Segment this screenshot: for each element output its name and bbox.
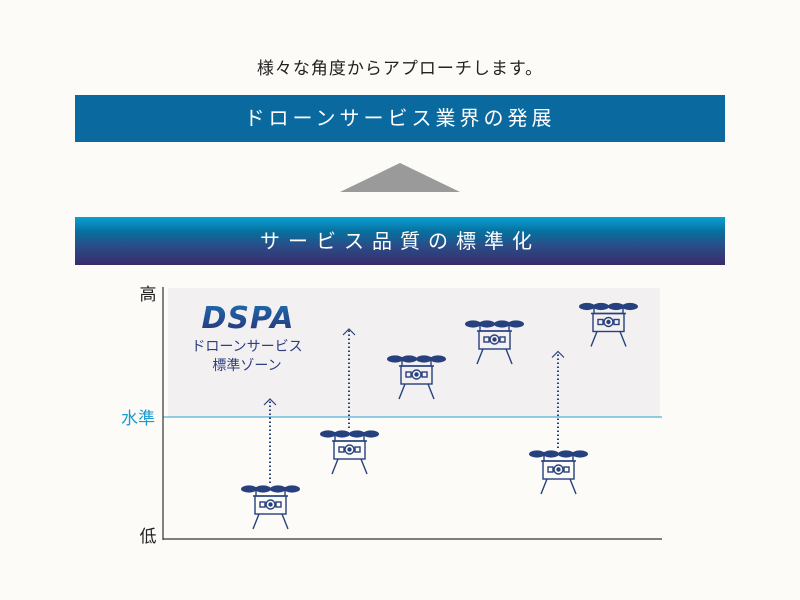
- low-label: 低: [140, 527, 157, 547]
- zone-label-line2: 標準ゾーン: [212, 358, 281, 374]
- arrowhead-icon: [342, 328, 356, 336]
- service-standardization-banner: サービス品質の標準化: [75, 217, 725, 265]
- dspa-logo: DSPA: [202, 301, 295, 336]
- drone-icon: [319, 429, 380, 475]
- up-arrow-triangle: [340, 163, 460, 192]
- arrowhead-icon: [263, 398, 277, 406]
- zone-label-line1: ドローンサービス: [191, 339, 302, 355]
- caption: 様々な角度からアプローチします。: [256, 59, 544, 79]
- high-label: 高: [140, 285, 157, 305]
- drone-icon: [240, 484, 301, 530]
- arrowhead-icon: [551, 350, 565, 358]
- drone-icon: [528, 449, 589, 495]
- level-label: 水準: [121, 409, 155, 429]
- standard-zone: [168, 288, 660, 417]
- industry-development-banner: ドローンサービス業界の発展: [75, 95, 725, 142]
